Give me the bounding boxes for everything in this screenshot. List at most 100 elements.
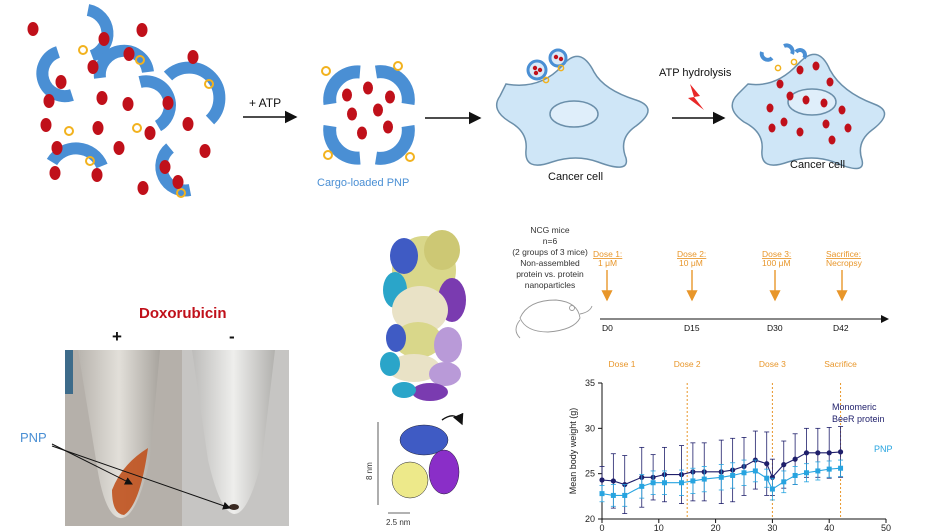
atp-label: + ATP <box>249 96 281 110</box>
data-point <box>610 492 616 498</box>
body-weight-chart: Dose 1 Dose 2 Dose 3 Sacrifice 0 10 20 30 40 50 2… <box>568 359 893 532</box>
pnp-pellet <box>229 504 239 510</box>
study-line: NCG mice <box>530 225 569 235</box>
cancer-cell-1-label: Cancer cell <box>548 171 603 183</box>
data-point <box>752 468 758 474</box>
data-point <box>701 476 707 482</box>
data-point <box>815 468 821 474</box>
event-day: D15 <box>684 323 700 333</box>
y-tick-label: 35 <box>585 378 595 388</box>
dose-label: Dose 3 <box>759 359 786 369</box>
data-point <box>803 470 809 476</box>
dose-label: Sacrifice <box>824 359 857 369</box>
data-point <box>815 450 821 456</box>
lightning-icon <box>688 84 704 110</box>
tube-without-doxorubicin <box>192 350 275 515</box>
x-tick-label: 20 <box>711 523 721 532</box>
protein-shell <box>36 46 74 103</box>
data-point <box>792 456 798 462</box>
data-point <box>792 472 798 478</box>
dose-label: Dose 1 <box>609 359 636 369</box>
legend-monomeric-line1: Monomeric <box>832 402 877 412</box>
timeline-event-1: Dose 1: 1 μM D0 <box>593 249 622 333</box>
x-tick-label: 50 <box>881 523 891 532</box>
minus-label: - <box>229 327 235 346</box>
doxorubicin-label: Doxorubicin <box>139 305 227 322</box>
study-line: nanoparticles <box>525 280 576 290</box>
study-line: Non-assembled <box>520 258 580 268</box>
data-point <box>838 465 844 471</box>
disassembled-proteins-cluster <box>27 4 226 198</box>
data-point <box>718 474 724 480</box>
dose-label: Dose 2 <box>674 359 701 369</box>
cargo-loaded-pnp <box>321 61 415 165</box>
pnp-caption: Cargo-loaded PNP <box>317 177 409 189</box>
data-point <box>741 470 747 476</box>
study-line: protein vs. protein <box>516 269 584 279</box>
timeline-event-2: Dose 2: 10 μM D15 <box>677 249 706 333</box>
chart-series <box>599 426 844 514</box>
protein-shell <box>93 44 154 79</box>
event-detail: 10 μM <box>679 258 703 268</box>
data-point <box>781 479 787 485</box>
rotation-arrow <box>441 412 464 426</box>
plus-label: + <box>112 327 122 346</box>
protein-shell <box>46 142 108 169</box>
nucleus <box>787 88 837 116</box>
data-point <box>690 478 696 484</box>
x-tick-label: 0 <box>599 523 604 532</box>
event-detail: Necropsy <box>826 258 863 268</box>
tube-photo <box>65 350 289 526</box>
protein-shell <box>163 61 226 125</box>
height-scale-label: 8 nm <box>365 462 374 480</box>
pnp-trimer-model <box>391 424 460 499</box>
data-point <box>826 450 832 456</box>
data-point <box>769 486 775 492</box>
mouse-icon <box>515 299 593 339</box>
width-scale-label: 2.5 nm <box>386 518 411 527</box>
x-tick-label: 40 <box>824 523 834 532</box>
y-tick-label: 25 <box>585 469 595 479</box>
legend-pnp: PNP <box>874 444 893 454</box>
timeline-event-4: Sacrifice: Necropsy D42 <box>826 249 863 333</box>
cancer-cell-2-label: Cancer cell <box>790 159 845 171</box>
event-detail: 100 μM <box>762 258 791 268</box>
y-axis-label: Mean body weight (g) <box>568 408 578 495</box>
series-1 <box>599 459 844 507</box>
event-day: D0 <box>602 323 613 333</box>
protein-shell <box>155 143 192 197</box>
data-point <box>764 461 770 467</box>
study-line: (2 groups of 3 mice) <box>512 247 588 257</box>
data-point <box>803 450 810 456</box>
data-point <box>826 466 832 472</box>
data-point <box>610 478 616 484</box>
study-description: NCG mice n=6 (2 groups of 3 mice) Non-as… <box>512 225 588 290</box>
nucleus <box>549 100 599 128</box>
event-title: Sacrifice: <box>826 249 861 259</box>
timeline-event-3: Dose 3: 100 μM D30 <box>762 249 791 333</box>
pnp-surface-model <box>380 230 466 401</box>
data-point <box>730 472 736 478</box>
pnp-callout: PNP <box>20 430 47 445</box>
data-point <box>650 480 656 486</box>
event-title: Dose 1: <box>593 249 622 259</box>
legend-monomeric-line2: BeeR protein <box>832 414 885 424</box>
cancer-cell-1 <box>495 48 649 168</box>
data-point <box>599 477 605 483</box>
data-point <box>622 492 628 498</box>
data-point <box>837 449 844 455</box>
pnp-arrow-2 <box>51 445 231 510</box>
x-tick-label: 30 <box>767 523 777 532</box>
event-title: Dose 2: <box>677 249 706 259</box>
cancer-cell-2 <box>731 43 886 170</box>
y-tick-label: 20 <box>585 514 595 524</box>
data-point <box>599 491 605 497</box>
event-day: D42 <box>833 323 849 333</box>
x-tick-label: 10 <box>654 523 664 532</box>
y-tick-label: 30 <box>585 423 595 433</box>
data-point <box>764 475 770 481</box>
data-point <box>679 480 685 486</box>
event-detail: 1 μM <box>598 258 617 268</box>
hydrolysis-label: ATP hydrolysis <box>659 67 732 79</box>
